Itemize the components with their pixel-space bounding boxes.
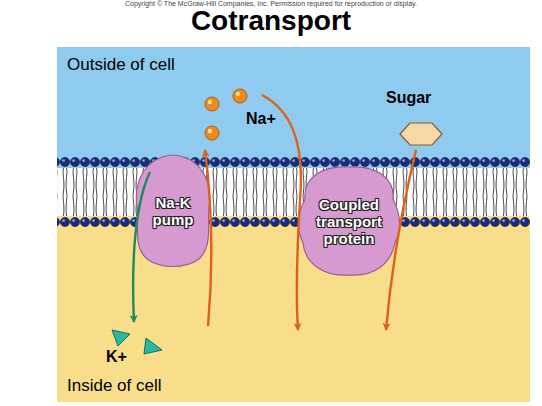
sodium-in-arrow: [262, 95, 301, 330]
protein-name: Coupled transport protein: [303, 196, 395, 247]
molecule-label: Sugar: [386, 89, 431, 107]
sodium-ions: [205, 89, 247, 140]
protein-shape: [136, 155, 209, 267]
text-stack: Coupled transport protein: [303, 196, 395, 247]
sugar-molecule: [400, 123, 442, 145]
pump-protein: Na-K pump: [133, 155, 213, 267]
ion-label: K+: [106, 348, 127, 366]
copyright-note: Copyright © The McGraw-Hill Companies, I…: [0, 0, 542, 8]
ion-label: Na+: [246, 110, 276, 128]
lipid-bilayer: [57, 156, 530, 228]
transport-protein: Coupled transport protein: [295, 165, 403, 277]
protein-name: Na-K pump: [143, 194, 203, 228]
protein-shape: [299, 167, 400, 275]
region-label: Inside of cell: [67, 376, 162, 395]
text-stack: Na-K pump: [143, 194, 203, 228]
inside-region: [57, 195, 530, 402]
region-label: Outside of cell: [67, 55, 175, 74]
diagram-title: Cotransport: [0, 6, 542, 36]
